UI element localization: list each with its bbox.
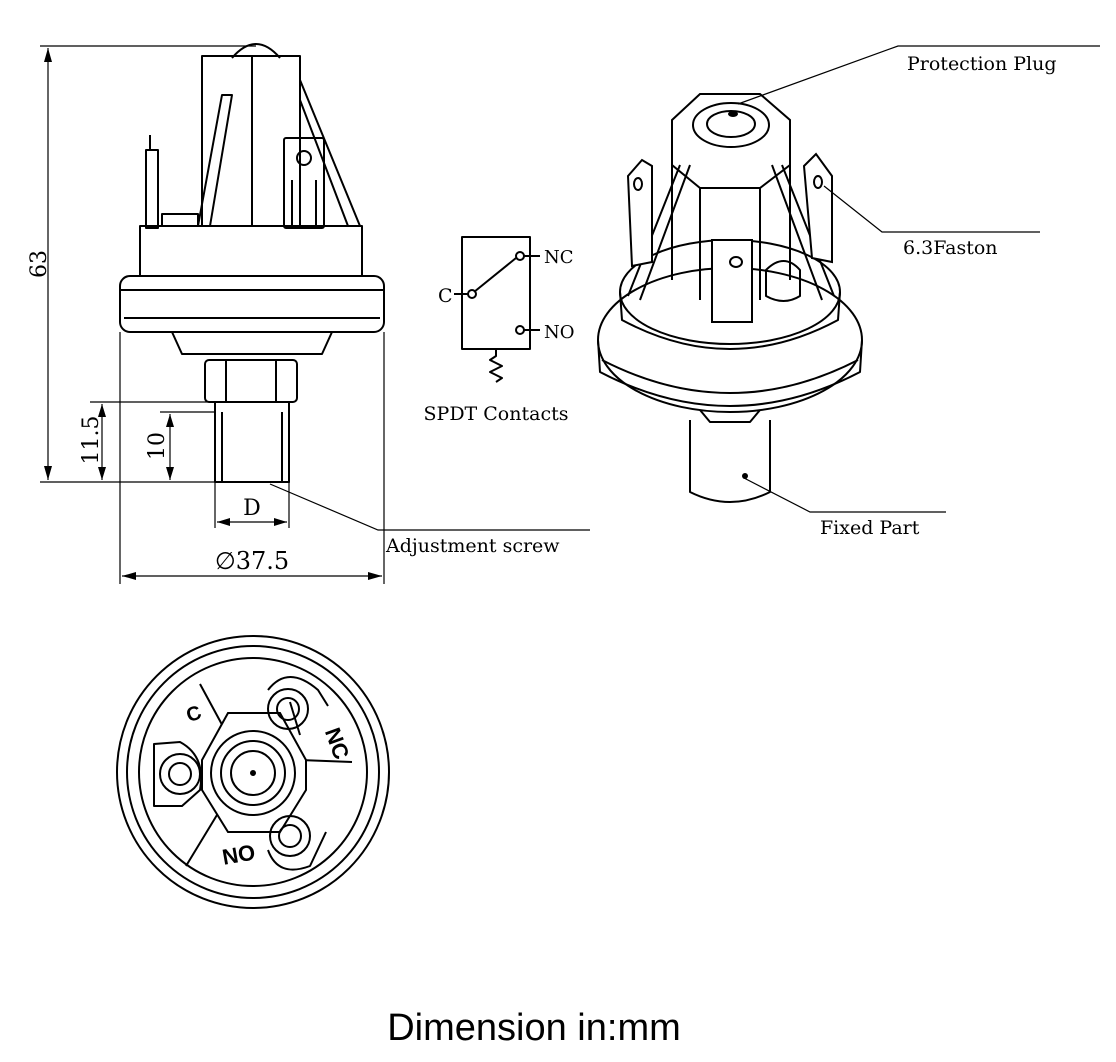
pad-c-hood [153, 741, 202, 807]
schematic-c-label: C [438, 285, 453, 307]
flange [119, 275, 385, 333]
schematic-no-label: NO [544, 322, 575, 343]
iso-terminal-right-hole [813, 175, 823, 189]
pad-no-hood [267, 831, 327, 871]
left-terminal-base [161, 213, 199, 227]
protection-plug-leader [737, 45, 1100, 105]
right-terminal-hole [296, 150, 312, 166]
pad-c-outer [159, 753, 201, 795]
nc-contact [515, 251, 525, 261]
right-terminal [283, 137, 325, 229]
left-strut [627, 164, 691, 301]
iso-terminal-front [711, 239, 753, 323]
hex-tower-top [671, 93, 791, 189]
adjustment-screw-label: Adjustment screw [385, 535, 560, 557]
spdt-schematic: C NC NO SPDT Contacts [424, 236, 575, 425]
dim-d-label: D [243, 496, 261, 521]
upper-ring-side [619, 291, 841, 350]
pad-c-inner [168, 762, 192, 786]
faston-leader [823, 185, 1040, 233]
pad-no-inner [278, 824, 302, 848]
base-disc-line [601, 359, 859, 394]
pad-no-outer [269, 815, 311, 857]
dim-63-label: 63 [27, 250, 52, 278]
pad-nc-outer [267, 688, 309, 730]
right-strut-iso [771, 164, 835, 301]
hex-nut [204, 359, 298, 403]
iso-terminal-left [626, 158, 653, 268]
iso-terminal-left-hole [633, 177, 643, 191]
thread-stem [214, 401, 290, 483]
dimension-lines: 63 11.5 10 D ∅37.5 Adjustment screw [27, 45, 590, 584]
center-ring-mid [220, 740, 286, 806]
pad-nc-hood [267, 676, 329, 707]
iso-bump [765, 260, 801, 302]
upper-body [139, 225, 363, 277]
protection-plug-dot [728, 111, 738, 117]
switch-arm [473, 257, 517, 293]
outer-ring-2 [126, 645, 380, 899]
spring-symbol [489, 349, 503, 383]
fixed-part-marker [742, 473, 748, 479]
center-dot [250, 770, 256, 776]
side-view [119, 43, 385, 483]
top-dome [231, 43, 281, 59]
adjustment-screw-leader [269, 483, 590, 531]
left-rib [197, 94, 233, 227]
units-note: Dimension in:mm [387, 1007, 681, 1049]
bottom-c-mark: C [183, 702, 204, 728]
spdt-contacts-label: SPDT Contacts [424, 403, 569, 425]
fixed-part-label: Fixed Part [820, 517, 920, 539]
protection-plug-inner [706, 110, 756, 138]
protection-plug-label: Protection Plug [907, 53, 1057, 75]
bottom-nc-mark: NC [320, 724, 354, 763]
pad-nc-inner [276, 697, 300, 721]
outer-ring-3 [138, 657, 368, 887]
spokes [185, 683, 353, 867]
no-contact [515, 325, 525, 335]
center-ring-inner [230, 750, 276, 796]
bottom-no-mark: NO [220, 839, 257, 869]
fixed-part-body [689, 420, 771, 503]
outer-ring-1 [116, 635, 390, 909]
base-disc-side [597, 339, 863, 407]
faston-label: 6.3Faston [903, 237, 998, 259]
bottom-view: C NC NO [116, 635, 390, 909]
isometric-view: Protection Plug 6.3Faston Fixed Part [597, 45, 1100, 539]
left-terminal [145, 149, 159, 229]
iso-terminal-right [802, 152, 833, 264]
dim-115-label: 11.5 [79, 416, 104, 465]
right-terminal-detail [291, 180, 317, 228]
fixed-part-hex [699, 409, 761, 423]
schematic-nc-label: NC [544, 247, 574, 268]
fixed-part-leader [743, 477, 946, 513]
iso-terminal-front-hole [729, 256, 743, 268]
dim-10-label: 10 [145, 432, 170, 460]
protection-plug-outer [692, 102, 770, 148]
dim-375-label: ∅37.5 [215, 547, 289, 575]
lower-skirt [171, 331, 333, 355]
center-ring-outer [210, 730, 296, 816]
